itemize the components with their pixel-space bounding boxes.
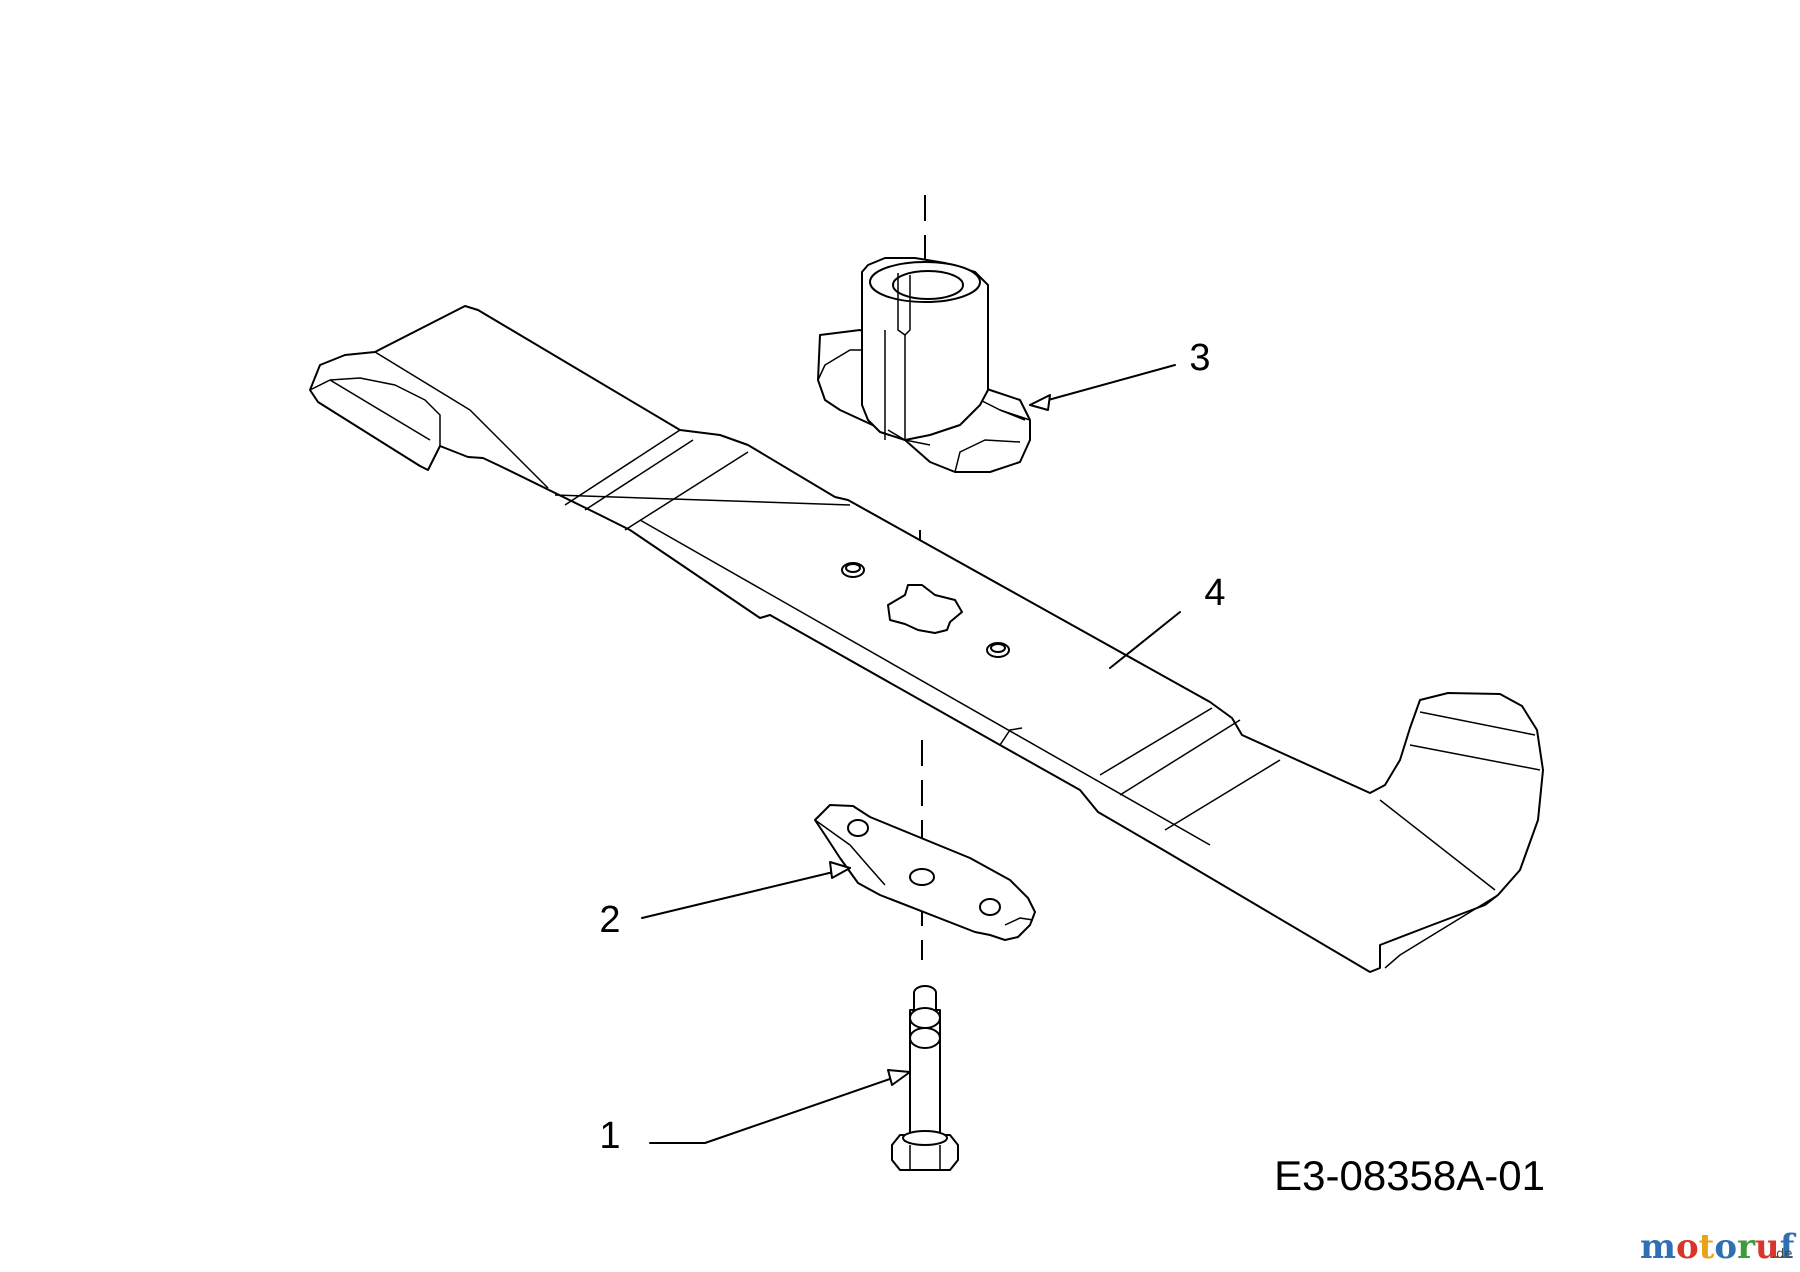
- blade-washer: [814, 804, 1036, 941]
- leader-lines: [641, 364, 1181, 1144]
- callout-3-label: 3: [1189, 337, 1210, 379]
- watermark-letter-6: u: [1755, 1227, 1780, 1267]
- watermark-logo: motoruf .de: [1640, 1227, 1797, 1267]
- watermark-letter-7: f: [1780, 1227, 1797, 1267]
- watermark-letter-1: m: [1640, 1227, 1676, 1267]
- drawing-code: E3-08358A-01: [1274, 1152, 1545, 1199]
- cutting-blade: [309, 305, 1544, 973]
- watermark-letter-3: t: [1699, 1227, 1715, 1267]
- watermark-letter-2: o: [1676, 1227, 1699, 1267]
- watermark-suffix: .de: [1772, 1247, 1792, 1262]
- callout-4-label: 4: [1204, 572, 1225, 614]
- blade-adapter: [817, 257, 1031, 473]
- svg-text:motoruf: motoruf: [1640, 1227, 1797, 1267]
- callout-2-label: 2: [599, 899, 620, 941]
- callout-1-label: 1: [599, 1115, 620, 1157]
- watermark-letter-4: o: [1714, 1227, 1737, 1267]
- blade-bolt: [891, 985, 959, 1171]
- watermark-letter-5: r: [1737, 1227, 1756, 1267]
